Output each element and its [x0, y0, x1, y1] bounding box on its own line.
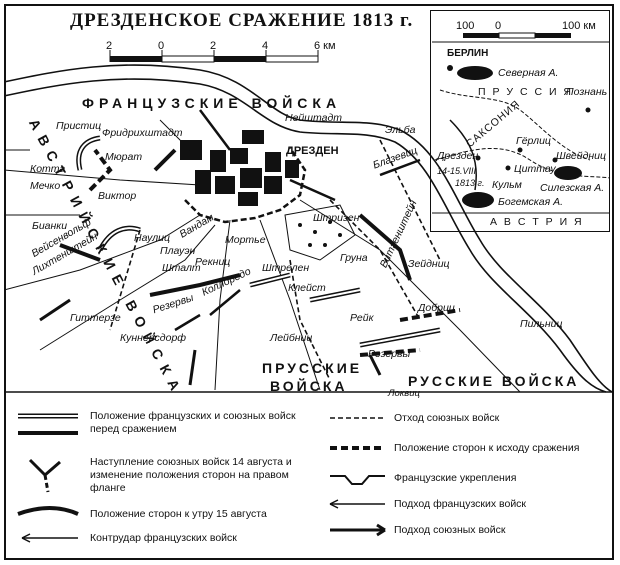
initial-positions-inner: [77, 137, 441, 346]
inset-label-shveidnits: Швейдниц: [556, 150, 607, 162]
end-positions: [88, 148, 461, 357]
label-fridrikhshtadt: Фридрихштадт: [102, 127, 183, 139]
sector-lines: [4, 149, 80, 216]
inset-scale-tick: 0: [495, 20, 502, 32]
scale-bar: [109, 50, 319, 63]
label-lokvits: Локвиц: [388, 388, 420, 399]
label-viktor: Виктор: [98, 190, 137, 202]
label-kleist: Клейст: [288, 282, 326, 294]
label-prussian-troops-2: ВОЙСКА: [270, 378, 348, 394]
scale-tick: 4: [262, 40, 269, 52]
legend-text-allied-approach: Подход союзных войск: [394, 524, 506, 536]
inset-label-prussia: П Р У С С И Я: [478, 86, 574, 98]
legend-text-counterattack: Контрудар французских войск: [90, 532, 237, 544]
label-french-troops: ФРАНЦУЗСКИЕ ВОЙСКА: [82, 95, 342, 111]
legend-symbol-counterattack: [21, 533, 78, 543]
scale-tick: 0: [158, 40, 165, 52]
inset-label-bohemian-army: Богемская А.: [498, 196, 564, 208]
label-naulits: Наулиц: [134, 232, 170, 244]
inset-label-north-army: Северная А.: [498, 67, 559, 79]
inset-label-tsittau: Циттау: [514, 163, 556, 175]
legend-symbol-advance: [28, 458, 61, 493]
label-russian-troops: РУССКИЕ ВОЙСКА: [408, 373, 580, 389]
french-counterattack: [174, 109, 421, 332]
legend-text-initial-positions: Положение французских и союзных войск пе…: [90, 410, 296, 435]
label-elba: Эльба: [385, 124, 416, 136]
label-myurat: Мюрат: [105, 151, 143, 163]
inset-label-austria: А В С Т Р И Я: [490, 216, 584, 228]
label-plauen: Плауэн: [160, 245, 196, 257]
label-gitterze: Гиттерзе: [70, 312, 121, 324]
label-shtrelen: Штрелен: [262, 262, 310, 274]
label-zeidnits: Зейдниц: [408, 258, 450, 270]
label-biankki: Бианки: [32, 220, 68, 232]
inset-label-date: 14-15.VIII: [437, 166, 477, 176]
inset-scale-tick: 100: [456, 20, 475, 32]
legend-symbols: [17, 413, 386, 543]
legend-symbol-fortifications: [330, 475, 385, 485]
label-mortie: Мортье: [225, 234, 266, 246]
label-leibnits: Лейбниц: [270, 332, 313, 344]
map-title: ДРЕЗДЕНСКОЕ СРАЖЕНИЕ 1813 г.: [70, 10, 414, 31]
allied-retreat: [109, 139, 441, 381]
label-kunnersdorf: Куннерсдорф: [120, 332, 187, 344]
legend-text-end-position: Положение сторон к исходу сражения: [394, 442, 580, 454]
label-prussian-troops-1: ПРУССКИЕ: [262, 360, 363, 376]
legend-symbol-french-approach: [329, 499, 385, 509]
label-reservy-2: Резервы: [368, 348, 411, 360]
inset-label-poznan: Познань: [566, 86, 608, 98]
allied-approach: [39, 298, 382, 386]
label-pristits: Пристиц: [56, 120, 102, 132]
legend-symbol-position-15: [17, 506, 79, 516]
label-shtalt: Шталт: [162, 262, 201, 274]
map-frame: [4, 4, 614, 560]
legend-text-retreat: Отход союзных войск: [394, 412, 500, 424]
inset-label-year: 1813 г.: [455, 178, 485, 188]
legend-text-french-approach: Подход французских войск: [394, 498, 527, 510]
battle-map-graphics: [4, 32, 614, 543]
label-dobrits: Добриц: [418, 302, 455, 314]
inset-scale-tick: 100 км: [562, 20, 596, 32]
label-dresden: ДРЕЗДЕН: [286, 145, 339, 157]
label-kotta: Котта: [30, 163, 66, 175]
legend-text-fortifications: Французские укрепления: [394, 472, 517, 484]
legend-symbol-double-line: [18, 413, 78, 435]
dresden-city: [180, 130, 299, 206]
legend-text-position-15: Положение сторон к утру 15 августа: [90, 508, 267, 520]
inset-map: [430, 10, 610, 232]
elbe-river: [4, 64, 613, 393]
city-fortifications: [184, 147, 307, 224]
inset-map-graphics: [432, 32, 611, 214]
label-reik: Рейк: [350, 312, 374, 324]
roads: [4, 119, 521, 393]
inset-label-kulm: Кульм: [492, 179, 522, 191]
legend-text-advance: Наступление союзных войск 14 августа и и…: [90, 456, 292, 494]
label-shtrizen: Штризен: [313, 212, 360, 224]
inset-label-dresden: Дрезден: [437, 150, 479, 162]
label-pilnits: Пильниц: [520, 318, 563, 330]
inset-label-berlin: БЕРЛИН: [447, 48, 489, 59]
positions-15aug: [59, 148, 412, 297]
inset-label-silesian-army: Силезская А.: [540, 182, 605, 194]
scale-tick: 2: [210, 40, 217, 52]
grosser-garten: [284, 204, 356, 261]
label-mechko: Мечко: [30, 180, 61, 192]
inset-label-gerlits: Гёрлиц: [516, 135, 551, 147]
scale-tick: 2: [106, 40, 113, 52]
legend-symbol-allied-approach: [330, 523, 386, 537]
label-reknits: Рекниц: [195, 256, 231, 268]
scale-tick: 6 км: [314, 40, 336, 52]
label-neishtadt: Нейштадт: [285, 112, 342, 124]
label-gruna: Груна: [340, 252, 368, 264]
